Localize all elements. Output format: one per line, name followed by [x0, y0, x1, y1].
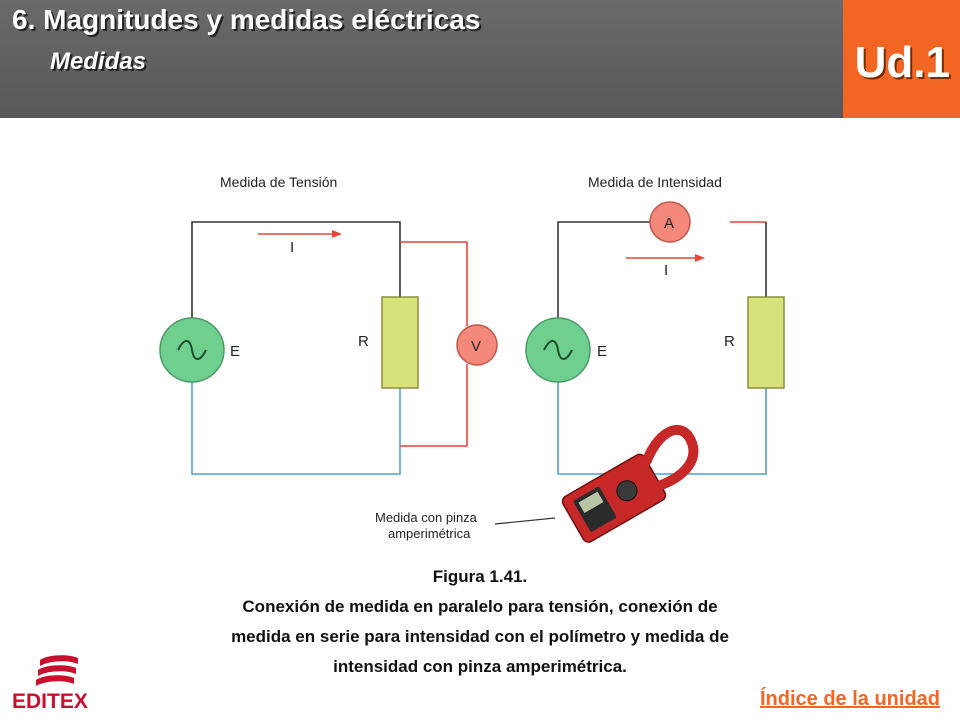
unit-badge: Ud.1 [843, 0, 960, 118]
left-resistor [381, 296, 419, 389]
right-current-symbol: I [664, 262, 668, 279]
voltmeter [456, 324, 498, 366]
circuit-diagram: Medida de Tensión I E R V Medida de Inte… [159, 174, 785, 543]
unit-index-link[interactable]: Índice de la unidad [759, 688, 940, 710]
caption-line: medida en serie para intensidad con el p… [231, 627, 729, 646]
intensidad-title: Medida de Intensidad [588, 174, 722, 190]
clamp-meter-icon [561, 424, 699, 543]
caption-line: Conexión de medida en paralelo para tens… [242, 597, 718, 616]
right-resistor-symbol: R [724, 333, 735, 350]
caption-line: intensidad con pinza amperimétrica. [333, 657, 627, 676]
ammeter-symbol: A [664, 215, 674, 232]
right-top-wire-left [557, 221, 650, 342]
voltmeter-top-wire [400, 241, 468, 326]
unit-label: Ud.1 [854, 38, 950, 87]
figure-caption: Figura 1.41. Conexión de medida en paral… [140, 562, 820, 682]
right-resistor [747, 296, 785, 389]
slide-header: 6. Magnitudes y medidas eléctricas Medid… [0, 0, 843, 118]
tension-title: Medida de Tensión [220, 174, 337, 190]
left-source-wave-icon [177, 340, 207, 360]
slide-title: 6. Magnitudes y medidas eléctricas [12, 4, 481, 35]
clamp-pointer-line [494, 517, 556, 525]
left-arrow-head [332, 230, 342, 238]
left-top-wire [191, 221, 401, 342]
left-bottom-wire [191, 378, 401, 475]
left-source-symbol: E [230, 343, 240, 360]
clamp-label-line2: amperimétrica [388, 526, 471, 541]
right-arrow-head [695, 254, 705, 262]
voltmeter-bottom-wire [400, 364, 468, 447]
clamp-label-line1: Medida con pinza [375, 510, 478, 525]
logo-text: EDITEX [12, 690, 88, 713]
editex-logo: EDITEX [12, 655, 88, 713]
caption-figure-number: Figura 1.41. [432, 567, 528, 586]
slide-subtitle: Medidas [50, 48, 147, 75]
right-bottom-wire [557, 378, 767, 475]
left-resistor-symbol: R [358, 333, 369, 350]
ammeter [649, 201, 691, 243]
right-source-wave-icon [543, 340, 573, 360]
book-stack-icon [36, 655, 78, 686]
left-current-symbol: I [290, 239, 294, 256]
voltmeter-symbol: V [471, 338, 481, 355]
right-source-symbol: E [597, 343, 607, 360]
